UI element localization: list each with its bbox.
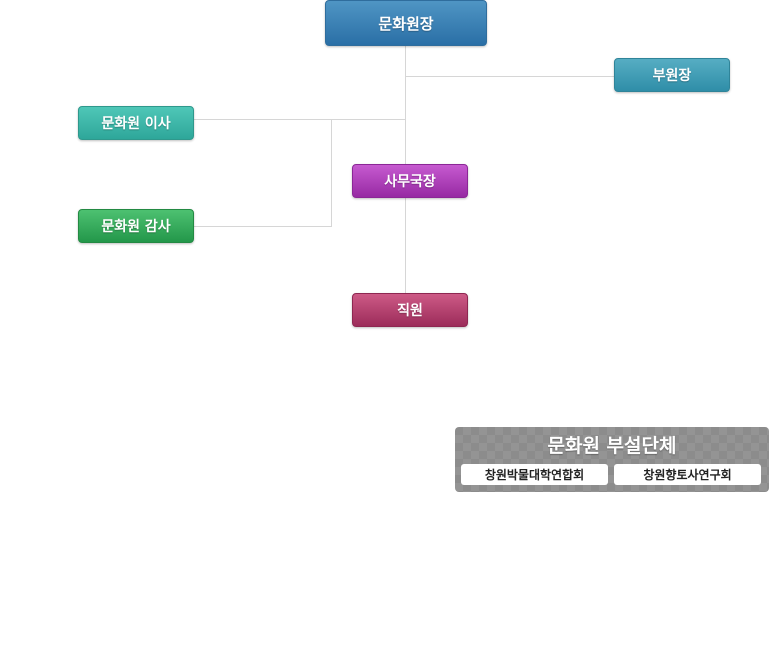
connector-director-branch xyxy=(194,119,405,120)
node-staff: 직원 xyxy=(352,293,468,327)
node-vice-chief: 부원장 xyxy=(614,58,730,92)
connector-vice-branch xyxy=(405,76,614,77)
affiliate-button-museum-college[interactable]: 창원박물대학연합회 xyxy=(461,464,608,485)
node-secretary-general: 사무국장 xyxy=(352,164,468,198)
connector-auditor-branch xyxy=(194,226,332,227)
connector-chief-trunk xyxy=(405,46,406,164)
node-auditor: 문화원 감사 xyxy=(78,209,194,243)
node-chief: 문화원장 xyxy=(325,0,487,46)
node-director: 문화원 이사 xyxy=(78,106,194,140)
connector-secretary-staff xyxy=(405,198,406,293)
affiliate-button-local-history[interactable]: 창원향토사연구회 xyxy=(614,464,761,485)
affiliates-title: 문화원 부설단체 xyxy=(547,435,677,457)
connector-side-vertical xyxy=(331,119,332,227)
affiliates-panel: 문화원 부설단체 창원박물대학연합회 창원향토사연구회 xyxy=(455,427,769,492)
